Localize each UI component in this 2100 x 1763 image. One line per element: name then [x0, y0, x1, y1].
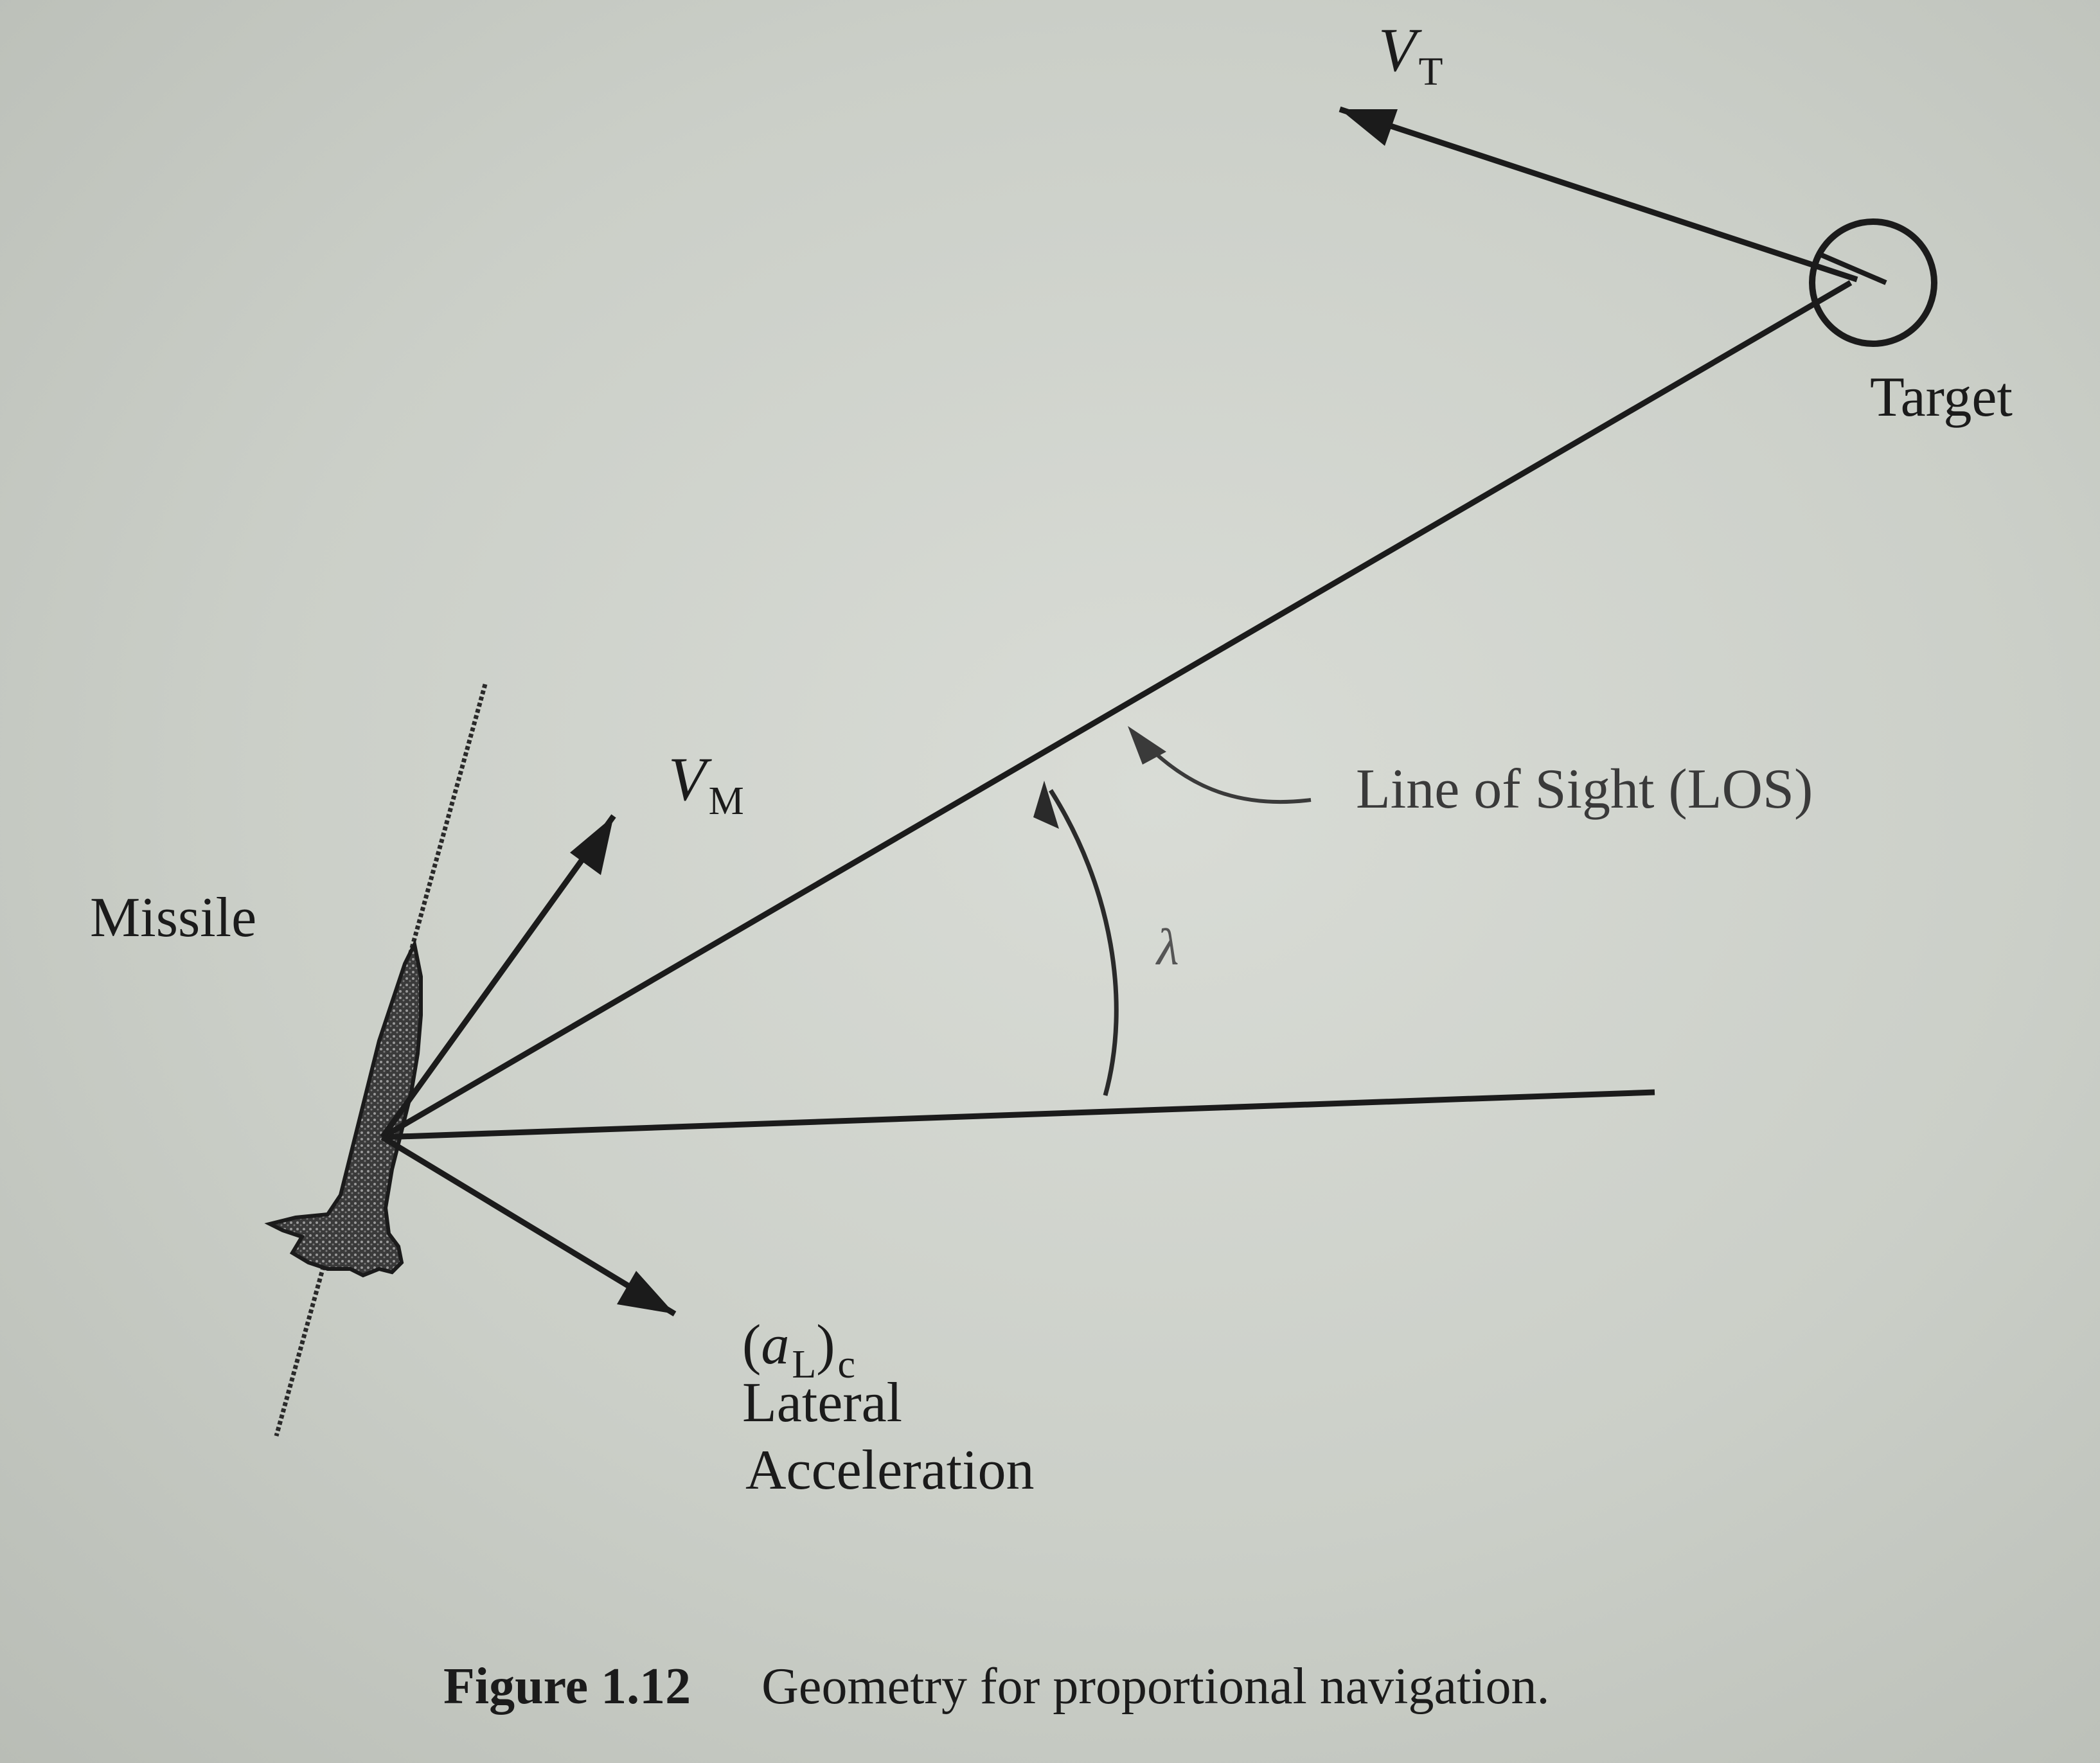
lambda-angle-arc — [1049, 789, 1119, 1096]
reference-line — [382, 1089, 1655, 1140]
line-of-sight — [380, 280, 1853, 1140]
lateral-acceleration-arrow — [380, 1135, 677, 1316]
missile-velocity-label: VM — [668, 749, 744, 822]
los-label: Line of Sight (LOS) — [1356, 758, 1813, 820]
target-marker — [1817, 251, 1887, 285]
lambda-angle-arrowhead — [1033, 781, 1059, 829]
figure-caption: Figure 1.12 Geometry for proportional nav… — [443, 1661, 1549, 1712]
target-velocity-subscript: T — [1418, 50, 1443, 94]
missile-velocity-symbol: V — [668, 745, 706, 813]
accel-line2-label: Acceleration — [745, 1439, 1035, 1502]
target-icon — [1809, 218, 1937, 347]
figure-number: Figure 1.12 — [443, 1658, 691, 1715]
missile-velocity-subscript: M — [708, 779, 744, 823]
missile-label: Missile — [90, 887, 257, 949]
los-pointer-arrowhead — [1128, 726, 1166, 765]
missile-velocity-arrowhead — [570, 816, 614, 875]
accel-line1-label: Lateral — [742, 1372, 903, 1434]
target-velocity-label: VT — [1378, 19, 1443, 93]
accel-inner-subscript: L — [792, 1343, 817, 1386]
accel-symbol-label: (aL)c — [742, 1314, 855, 1385]
los-pointer — [1135, 734, 1312, 804]
accel-open-paren: ( — [742, 1314, 761, 1376]
figure-caption-text: Geometry for proportional navigation. — [761, 1658, 1550, 1715]
accel-outer-subscript: c — [837, 1343, 856, 1386]
accel-symbol: a — [761, 1314, 790, 1376]
target-velocity-arrow — [1339, 106, 1858, 283]
lambda-label: λ — [1157, 919, 1179, 976]
missile-icon — [264, 938, 423, 1278]
missile-body-axis — [274, 684, 488, 1437]
target-velocity-arrowhead — [1340, 109, 1398, 146]
target-label: Target — [1870, 366, 2013, 429]
accel-close-paren: ) — [816, 1314, 835, 1376]
lateral-acceleration-arrowhead — [617, 1271, 675, 1314]
missile-velocity-arrow — [380, 814, 616, 1139]
target-velocity-symbol: V — [1378, 15, 1416, 84]
